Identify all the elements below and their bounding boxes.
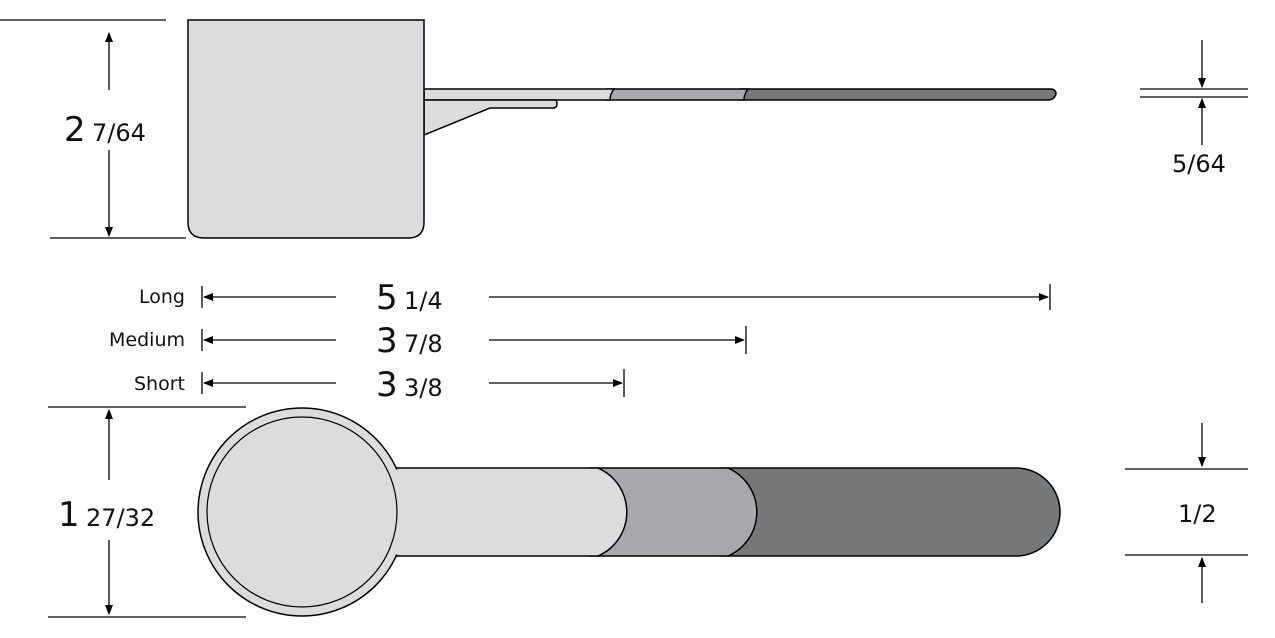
long-fraction: 1/4 xyxy=(404,287,443,315)
bowl-inner xyxy=(206,416,398,608)
handle-width-dimension: 1/2 xyxy=(1125,423,1248,603)
handle-medium-side xyxy=(605,88,750,101)
bowl-diameter-fraction: 27/32 xyxy=(86,504,155,532)
cup-height-whole: 2 xyxy=(64,110,86,150)
cup-height-dimension: 2 7/64 xyxy=(0,19,186,239)
handle-width-fraction: 1/2 xyxy=(1178,500,1217,528)
handle-thickness-fraction: 5/64 xyxy=(1172,150,1226,178)
handle-brace xyxy=(423,99,558,137)
long-whole: 5 xyxy=(376,278,398,318)
medium-fraction: 7/8 xyxy=(404,330,443,358)
handle-thickness-dimension: 5/64 xyxy=(1140,40,1248,178)
bowl-outer xyxy=(197,407,407,617)
short-fraction: 3/8 xyxy=(404,374,443,402)
bowl-diameter-whole: 1 xyxy=(58,495,80,535)
cup-height-fraction: 7/64 xyxy=(92,119,146,147)
handle-medium-top xyxy=(589,467,758,557)
handle-dark-top xyxy=(719,467,1061,557)
handle-dark-side xyxy=(739,88,1057,101)
long-label: Long xyxy=(139,286,185,308)
cup-side xyxy=(187,19,425,239)
side-view xyxy=(187,19,1057,239)
short-label: Short xyxy=(134,373,185,395)
bowl-diameter-dimension: 1 27/32 xyxy=(48,406,246,618)
medium-label: Medium xyxy=(109,329,185,351)
handle-light-top xyxy=(379,467,628,557)
top-view xyxy=(197,407,1061,617)
short-whole: 3 xyxy=(376,365,398,405)
length-medium-dimension: Medium 3 7/8 xyxy=(109,321,747,361)
length-long-dimension: Long 5 1/4 xyxy=(139,278,1051,318)
handle-light-side xyxy=(423,88,616,101)
length-short-dimension: Short 3 3/8 xyxy=(134,365,625,405)
medium-whole: 3 xyxy=(376,321,398,361)
